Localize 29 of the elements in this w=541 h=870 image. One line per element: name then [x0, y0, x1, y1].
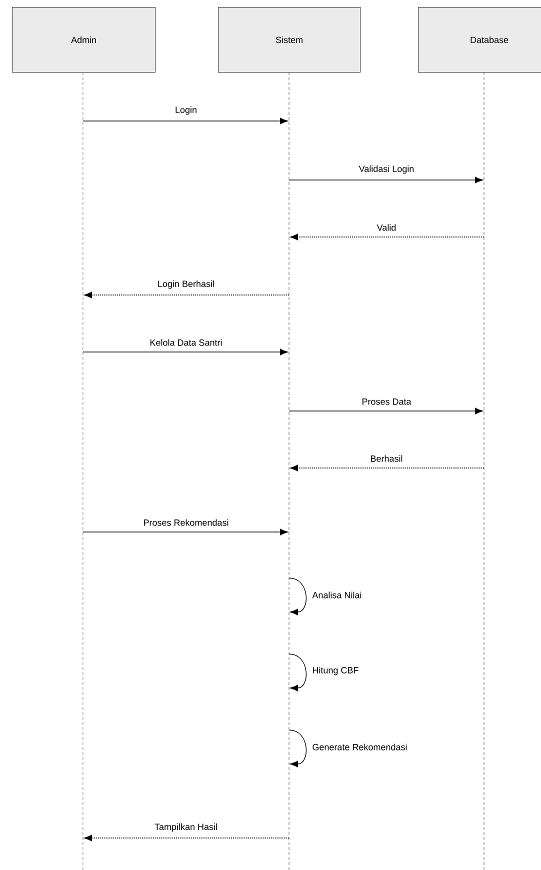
message-arrow: [290, 464, 484, 472]
message-arrow: [82, 528, 288, 536]
message-arrow: [288, 408, 483, 414]
message-label: Tampilkan Hasil: [154, 823, 217, 832]
message-label: Validasi Login: [358, 165, 414, 174]
self-message-arrow: [288, 578, 307, 616]
message-label: Kelola Data Santri: [150, 339, 222, 346]
message-label: Login: [176, 106, 196, 115]
self-message-arrow: [288, 730, 307, 768]
message-label: Berhasil: [370, 455, 402, 462]
message-arrow: [82, 348, 288, 356]
message-arrow: [84, 834, 290, 842]
message-label: Valid: [376, 224, 396, 231]
message-label: Proses Data: [362, 398, 412, 405]
message-arrow: [84, 292, 290, 298]
message-label: Proses Rekomendasi: [144, 519, 228, 526]
participant-box: Sistem: [218, 7, 361, 73]
lifeline: [82, 72, 84, 870]
participant-box: Admin: [12, 7, 156, 73]
message-label: Hitung CBF: [312, 666, 358, 676]
message-arrow: [82, 118, 288, 124]
self-message-arrow: [288, 654, 307, 692]
message-label: Generate Rekomendasi: [312, 744, 407, 750]
message-arrow: [290, 234, 484, 240]
participant-box: Database: [418, 7, 541, 73]
message-label: Analisa Nilai: [312, 592, 362, 598]
message-arrow: [288, 176, 483, 184]
message-label: Login Berhasil: [158, 280, 214, 289]
lifeline: [288, 72, 290, 870]
